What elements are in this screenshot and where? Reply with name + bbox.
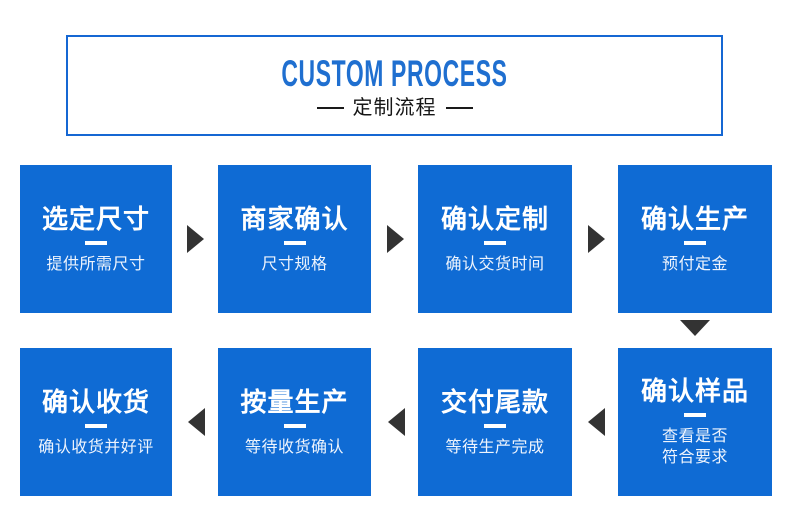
arrow-left-icon-step7-step8 — [188, 408, 205, 436]
page-title-english: CUSTOM PROCESS — [281, 53, 508, 94]
arrow-down-icon-step4-step5 — [680, 320, 710, 336]
process-step-4-title: 确认生产 — [640, 203, 749, 234]
process-step-6-divider — [484, 423, 506, 428]
header-banner: CUSTOM PROCESS 定制流程 — [66, 35, 723, 136]
process-step-3-subtitle: 确认交货时间 — [445, 255, 545, 273]
process-step-7[interactable]: 按量生产 等待收货确认 — [218, 348, 371, 496]
process-step-3-title: 确认定制 — [440, 203, 549, 234]
process-step-6-subtitle: 等待生产完成 — [445, 438, 545, 456]
process-step-8-divider — [85, 423, 107, 428]
process-step-1-divider — [85, 240, 107, 245]
arrow-right-icon-step2-step3 — [387, 225, 404, 253]
process-step-8-title: 确认收货 — [41, 386, 150, 417]
header-banner-content: CUSTOM PROCESS 定制流程 — [68, 37, 721, 134]
dash-left-icon — [316, 107, 344, 109]
process-step-1-subtitle: 提供所需尺寸 — [46, 255, 146, 273]
process-step-6-title: 交付尾款 — [440, 386, 549, 417]
page-title-chinese: 定制流程 — [352, 97, 437, 119]
arrow-left-icon-step6-step7 — [388, 408, 405, 436]
process-step-6[interactable]: 交付尾款 等待生产完成 — [418, 348, 572, 496]
arrow-left-icon-step5-step6 — [588, 408, 605, 436]
process-step-1[interactable]: 选定尺寸 提供所需尺寸 — [20, 165, 172, 313]
process-step-7-subtitle: 等待收货确认 — [244, 438, 344, 456]
process-step-3[interactable]: 确认定制 确认交货时间 — [418, 165, 572, 313]
process-step-4[interactable]: 确认生产 预付定金 — [618, 165, 772, 313]
process-step-2-subtitle: 尺寸规格 — [261, 255, 328, 273]
arrow-right-icon-step1-step2 — [187, 225, 204, 253]
process-step-4-divider — [684, 240, 706, 245]
dash-right-icon — [445, 107, 473, 109]
process-step-4-subtitle: 预付定金 — [661, 255, 728, 273]
process-step-2[interactable]: 商家确认 尺寸规格 — [218, 165, 371, 313]
process-step-5-subtitle: 查看是否 符合要求 — [661, 428, 728, 466]
process-step-5-divider — [684, 413, 706, 417]
process-step-3-divider — [484, 240, 506, 245]
process-step-5-title: 确认样品 — [640, 376, 749, 406]
process-step-7-title: 按量生产 — [240, 386, 349, 417]
process-step-5[interactable]: 确认样品 查看是否 符合要求 — [618, 348, 772, 496]
process-step-8-subtitle: 确认收货并好评 — [38, 438, 154, 456]
process-step-1-title: 选定尺寸 — [41, 203, 150, 234]
process-step-7-divider — [283, 423, 306, 428]
process-step-2-divider — [283, 240, 306, 245]
process-step-8[interactable]: 确认收货 确认收货并好评 — [20, 348, 172, 496]
arrow-right-icon-step3-step4 — [588, 225, 605, 253]
process-step-2-title: 商家确认 — [240, 203, 349, 234]
header-subtitle-row: 定制流程 — [316, 97, 473, 119]
